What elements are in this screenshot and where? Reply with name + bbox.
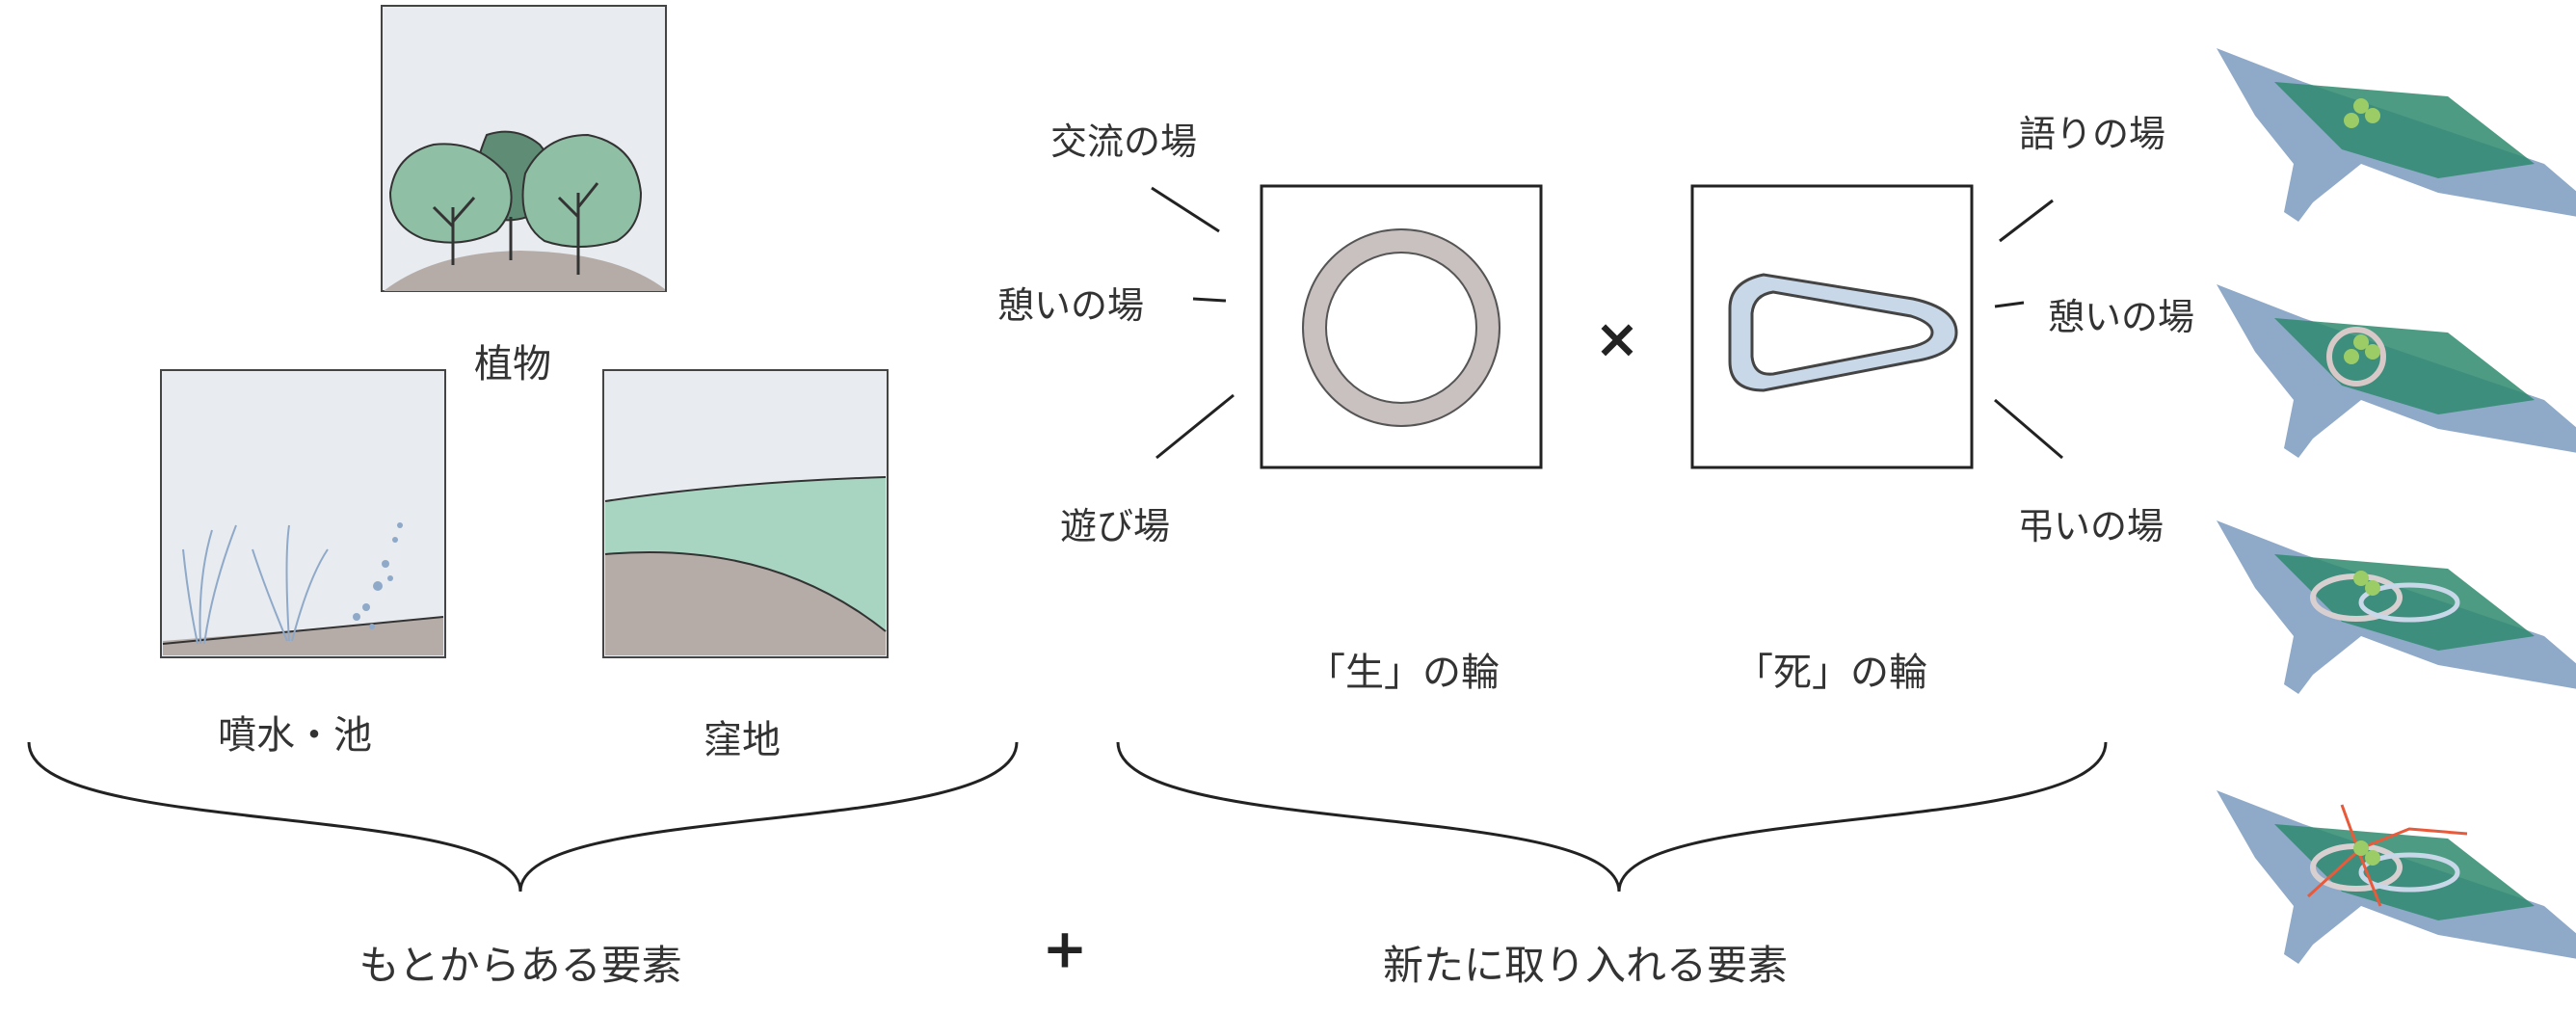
site-thumbnail-4 xyxy=(2217,790,2576,964)
plants-panel xyxy=(381,5,667,292)
site-thumbnail-3 xyxy=(2217,520,2576,694)
site-thumbnail-1 xyxy=(2217,48,2576,222)
plus-operator: + xyxy=(1042,918,1088,981)
plants-label: 植物 xyxy=(474,342,551,387)
hollow-label: 窪地 xyxy=(704,718,781,762)
life-ring-box xyxy=(1151,184,1543,469)
site-thumbnail-2 xyxy=(2217,284,2576,458)
life-label-exchange: 交流の場 xyxy=(1050,120,1198,163)
brace-existing xyxy=(27,741,1019,893)
new-elements-summary: 新たに取り入れる要素 xyxy=(1382,942,1789,989)
times-operator: × xyxy=(1594,307,1640,371)
death-label-talk: 語りの場 xyxy=(2019,113,2166,155)
life-label-rest: 憩いの場 xyxy=(997,284,1145,327)
fountain-panel xyxy=(160,369,446,658)
brace-new xyxy=(1116,741,2108,893)
existing-elements-summary: もとからある要素 xyxy=(359,942,682,989)
life-ring-caption: 「生」の輪 xyxy=(1307,651,1500,695)
tree-icon xyxy=(388,130,643,275)
water-drops-icon xyxy=(353,522,403,629)
hollow-panel xyxy=(602,369,889,658)
fountain-label: 噴水・池 xyxy=(218,713,372,758)
life-label-play: 遊び場 xyxy=(1060,505,1171,547)
death-label-rest: 憩いの場 xyxy=(2048,296,2195,338)
water-jet-icon xyxy=(182,524,329,645)
death-label-mourn: 弔いの場 xyxy=(2017,505,2164,547)
death-ring-caption: 「死」の輪 xyxy=(1735,651,1927,695)
death-ring-box xyxy=(1690,184,2063,469)
